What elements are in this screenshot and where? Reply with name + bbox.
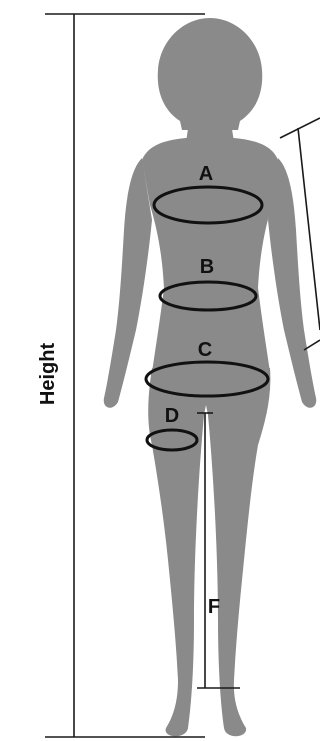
arm-measure-line [298,128,320,330]
label-a: A [199,163,213,185]
height-label: Height [37,343,59,406]
label-f: F [208,596,220,618]
label-c: C [198,339,212,361]
body-silhouette [104,18,317,736]
arm-top-tick [280,118,320,138]
label-d: D [165,405,179,427]
left-arm [104,158,152,408]
right-arm [268,158,316,408]
head [158,18,263,130]
label-b: B [200,256,214,278]
